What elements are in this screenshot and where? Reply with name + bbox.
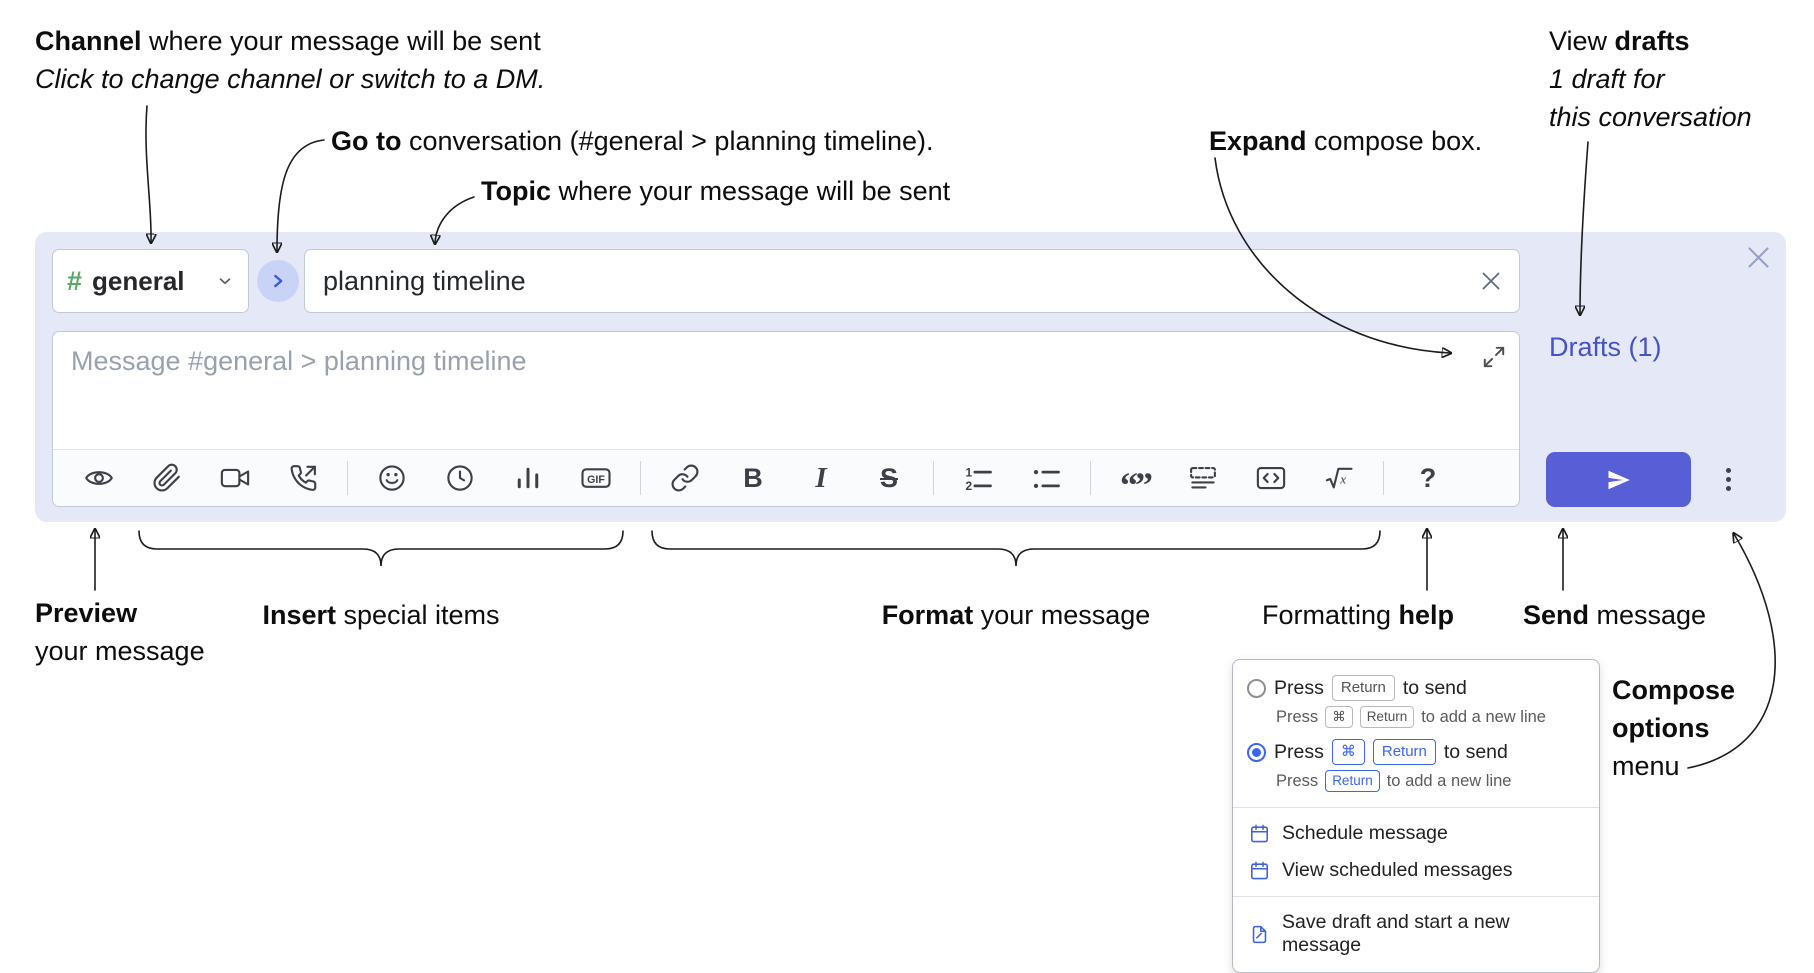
topic-annotation: Topic where your message will be sent	[481, 176, 951, 206]
key-return: Return	[1359, 706, 1415, 728]
compose-box: # general Message #general > planning ti…	[35, 232, 1786, 522]
svg-text:2: 2	[966, 479, 973, 493]
poll-icon[interactable]	[494, 450, 562, 506]
toolbar-divider	[1383, 461, 1384, 495]
compose-options-button[interactable]	[1698, 452, 1758, 507]
toolbar-divider	[347, 461, 348, 495]
svg-text:x: x	[1339, 472, 1346, 487]
menu-item-save-draft[interactable]: Save draft and start a new message	[1233, 904, 1599, 964]
chevron-down-icon	[219, 278, 231, 285]
compose-options-annotation: Compose options menu	[1612, 675, 1736, 781]
attach-file-icon[interactable]	[133, 450, 201, 506]
emoji-icon[interactable]	[358, 450, 426, 506]
bulleted-list-icon[interactable]	[1012, 450, 1080, 506]
message-input[interactable]: Message #general > planning timeline GIF…	[52, 331, 1520, 507]
key-cmd: ⌘	[1331, 739, 1365, 765]
menu-item-schedule-message[interactable]: Schedule message	[1233, 815, 1599, 852]
strikethrough-icon[interactable]: S	[879, 462, 898, 493]
toolbar-divider	[933, 461, 934, 495]
channel-annotation: Channel where your message will be sent …	[35, 26, 546, 94]
compose-options-menu: Press Return to send Press ⌘ Return to a…	[1232, 659, 1600, 973]
topic-input[interactable]	[321, 264, 1479, 298]
code-icon[interactable]	[1237, 450, 1305, 506]
spoiler-icon[interactable]	[1169, 450, 1237, 506]
format-annotation: Format your message	[881, 600, 1151, 630]
send-button[interactable]	[1546, 452, 1691, 507]
quote-icon[interactable]: “”	[1120, 465, 1153, 505]
channel-hash-icon: #	[67, 265, 83, 296]
radio-selected[interactable]	[1247, 742, 1266, 762]
menu-divider	[1233, 896, 1599, 897]
link-icon[interactable]	[651, 450, 719, 506]
gif-icon[interactable]: GIF	[562, 450, 630, 506]
bold-icon[interactable]: B	[743, 462, 763, 493]
math-icon[interactable]: x	[1305, 450, 1373, 506]
view-drafts-annotation: View drafts 1 draft for this conversatio…	[1549, 26, 1752, 132]
topic-input-container	[304, 249, 1520, 313]
clear-topic-icon[interactable]	[1479, 269, 1503, 293]
preview-annotation: Preview your message	[35, 598, 205, 666]
option-cmd-enter-sends-hint: Press Return to add a new line	[1233, 768, 1599, 800]
calendar-icon	[1251, 861, 1268, 880]
go-to-conversation-button[interactable]	[257, 260, 299, 302]
svg-text:1: 1	[966, 465, 973, 479]
menu-divider	[1233, 807, 1599, 808]
option-enter-sends-hint: Press ⌘ Return to add a new line	[1233, 704, 1599, 736]
expand-compose-icon[interactable]	[1481, 344, 1507, 370]
insert-annotation: Insert special items	[262, 600, 500, 630]
video-call-icon[interactable]	[201, 450, 269, 506]
formatting-help-icon[interactable]: ?	[1419, 462, 1437, 493]
schedule-icon[interactable]	[426, 450, 494, 506]
formatting-help-annotation: Formatting help	[1262, 600, 1455, 630]
option-enter-sends[interactable]: Press Return to send	[1233, 672, 1599, 704]
save-draft-icon	[1252, 925, 1267, 943]
key-return: Return	[1372, 739, 1436, 765]
svg-text:GIF: GIF	[587, 474, 605, 486]
arrow-channel	[145, 105, 151, 242]
close-compose-icon[interactable]	[1745, 244, 1772, 271]
drafts-link[interactable]: Drafts (1)	[1549, 332, 1662, 362]
toolbar-divider	[640, 461, 641, 495]
channel-name: general	[92, 265, 185, 296]
expand-annotation: Expand compose box.	[1209, 126, 1483, 156]
key-return: Return	[1331, 675, 1395, 701]
menu-item-view-scheduled[interactable]: View scheduled messages	[1233, 852, 1599, 889]
italic-icon[interactable]: I	[815, 461, 827, 494]
send-annotation: Send message	[1523, 600, 1707, 630]
key-return: Return	[1325, 770, 1380, 792]
chevron-right-icon	[274, 274, 283, 288]
key-cmd: ⌘	[1325, 706, 1353, 728]
brace-insert	[138, 530, 624, 567]
send-icon	[1607, 470, 1630, 489]
option-cmd-enter-sends[interactable]: Press ⌘ Return to send	[1233, 736, 1599, 768]
message-placeholder: Message #general > planning timeline	[71, 346, 527, 376]
radio-unselected[interactable]	[1247, 678, 1266, 698]
channel-selector[interactable]: # general	[52, 249, 249, 313]
goto-annotation: Go to conversation (#general > planning …	[331, 126, 934, 156]
preview-icon[interactable]	[65, 450, 133, 506]
toolbar-divider	[1090, 461, 1091, 495]
brace-format	[651, 530, 1381, 567]
audio-call-icon[interactable]	[269, 450, 337, 506]
calendar-icon	[1251, 824, 1268, 843]
